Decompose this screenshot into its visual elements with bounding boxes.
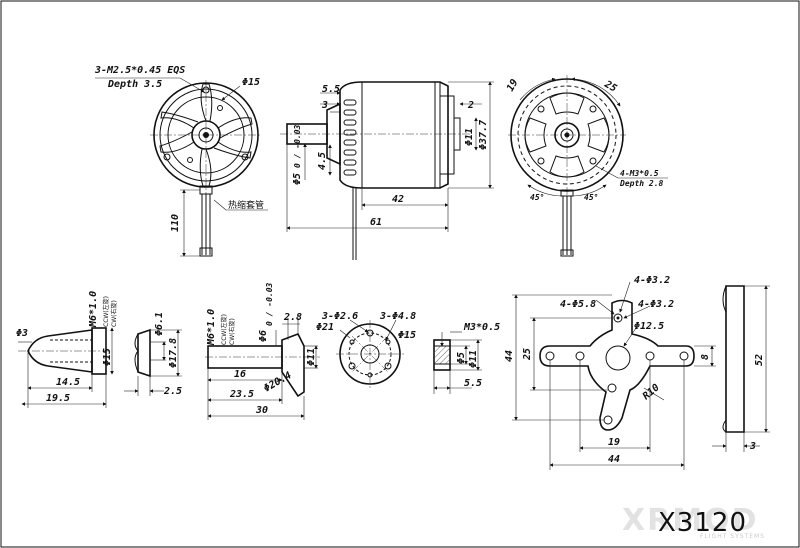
side-view xyxy=(280,81,494,260)
profile-dim-52: 52 xyxy=(754,354,765,366)
nut-dia-3: Φ3 xyxy=(16,328,28,339)
side-dim-5-5: 5.5 xyxy=(322,84,340,95)
rear-depth-note: Depth 2.8 xyxy=(619,179,664,188)
adapter-dir-cw: CW(右旋) xyxy=(228,318,236,345)
washer-section xyxy=(137,328,151,378)
front-lead-length: 110 xyxy=(170,214,181,232)
washer-dia-17-8: Φ17.8 xyxy=(168,338,179,368)
front-thread-note: 3-M2.5*0.45 EQS xyxy=(94,65,185,76)
side-dim-11: Φ11 xyxy=(464,128,475,146)
collet-dia-11: Φ11 xyxy=(468,350,479,368)
motor-can xyxy=(339,81,449,189)
front-dia-15: Φ15 xyxy=(242,77,260,88)
face-holes-large: 3-Φ4.8 xyxy=(379,311,416,322)
mount-dim-19: 19 xyxy=(608,437,620,448)
collet-len-5-5: 5.5 xyxy=(464,378,482,389)
x-mount-plate xyxy=(539,299,695,431)
mount-holes-5-8: 4-Φ5.8 xyxy=(560,299,596,310)
rear-angle-left: 45° xyxy=(530,193,544,202)
side-dim-37-7: Φ37.7 xyxy=(478,120,489,150)
mount-dia-12-5: Φ12.5 xyxy=(634,321,664,332)
adapter-dia-tol: 0 / -0.03 xyxy=(265,282,274,326)
washer-dim-2-5: 2.5 xyxy=(163,386,182,397)
prop-nut xyxy=(18,327,114,408)
rear-hole-note: 4-M3*0.5 xyxy=(620,169,659,178)
model-number: X3120 xyxy=(658,508,747,538)
prop-adapter xyxy=(205,318,320,420)
profile-dim-3: 3 xyxy=(749,441,756,452)
rear-dim-19: 19 xyxy=(505,78,521,94)
mount-dim-44-h: 44 xyxy=(608,454,620,465)
adapter-face xyxy=(336,319,408,388)
adapter-flange xyxy=(281,332,305,398)
washer-dia-6-1: Φ6.1 xyxy=(154,312,165,336)
nut-dia-15: Φ15 xyxy=(102,348,113,366)
heat-shrink-label: 热缩套管 xyxy=(228,199,264,211)
side-dim-4-5: 4.5 xyxy=(317,152,328,170)
adapter-dia-11: Φ11 xyxy=(306,348,317,366)
mount-dim-8: 8 xyxy=(700,354,711,360)
rear-view xyxy=(508,75,668,257)
front-view xyxy=(95,77,268,257)
adapter-dir-ccw: CCW(左旋) xyxy=(220,314,228,345)
rear-outer-ring xyxy=(510,78,624,192)
mount-dim-44-v: 44 xyxy=(504,350,515,362)
face-dia-15: Φ15 xyxy=(398,330,416,341)
adapter-len-23-5: 23.5 xyxy=(229,389,254,400)
xrmod-watermark-sub: FLIGHT SYSTEMS xyxy=(700,533,766,540)
adapter-dim-2-8: 2.8 xyxy=(283,312,302,323)
mount-holes-3-2a: 4-Φ3.2 xyxy=(634,275,670,286)
side-shaft-tol: 0 / -0.03 xyxy=(293,124,302,168)
front-outer-ring xyxy=(153,82,259,188)
side-dim-2: 2 xyxy=(467,100,474,111)
washer xyxy=(124,328,182,396)
mount-radius: R10 xyxy=(641,382,662,402)
face-dia-21: Φ21 xyxy=(316,322,334,333)
mount-dim-25: 25 xyxy=(522,348,533,361)
adapter-len-30: 30 xyxy=(255,405,268,416)
xrmod-watermark: XRMOD xyxy=(622,503,759,538)
mount-profile-section xyxy=(725,285,745,433)
adapter-dia-6: Φ6 xyxy=(258,330,269,342)
nut-dir-ccw: CCW(左旋) xyxy=(102,296,110,327)
nut-len-19-5: 19.5 xyxy=(46,393,70,404)
adapter-len-16: 16 xyxy=(234,369,246,380)
front-depth-note: Depth 3.5 xyxy=(107,79,162,90)
side-dim-42: 42 xyxy=(392,194,404,205)
mount-holes-3-2b: 4-Φ3.2 xyxy=(638,299,674,310)
side-shaft-dia: Φ5 xyxy=(292,173,303,185)
nut-thread: M6*1.0 xyxy=(88,291,99,328)
adapter-thread: M6*1.0 xyxy=(206,309,217,346)
rear-angle-right: 45° xyxy=(584,193,598,202)
nut-dir-cw: CW(右旋) xyxy=(110,300,118,327)
collet-thread: M3*0.5 xyxy=(463,322,500,333)
face-holes-small: 3-Φ2.6 xyxy=(321,311,358,322)
collet-dia-5: Φ5 xyxy=(456,352,467,364)
x-mount xyxy=(512,281,716,470)
x-mount-profile xyxy=(712,285,770,452)
side-dim-61: 61 xyxy=(370,217,382,228)
collet xyxy=(433,331,482,394)
side-dim-3: 3 xyxy=(321,100,328,111)
nut-len-14-5: 14.5 xyxy=(56,377,80,388)
